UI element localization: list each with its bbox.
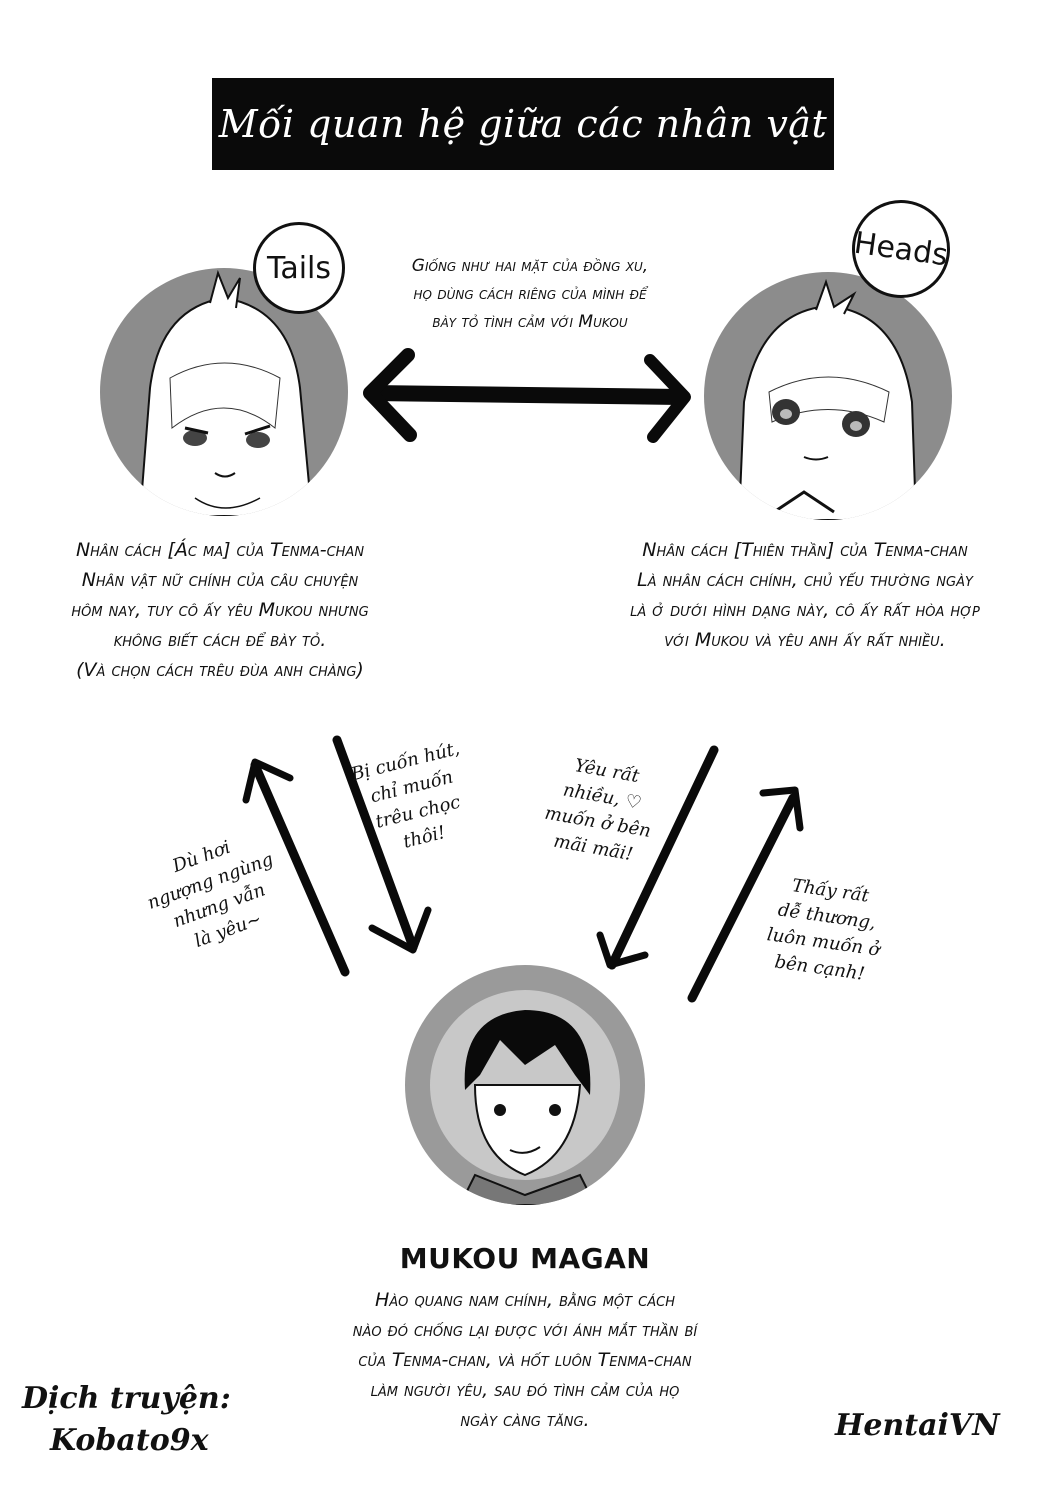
- mukou-desc-line: Hào quang nam chính, bằng một cách: [375, 1289, 675, 1311]
- translator-label: Dịch truyện:: [22, 1381, 231, 1416]
- page-title: Mối quan hệ giữa các nhân vật: [218, 102, 828, 146]
- tails-desc-line: không biết cách để bày tỏ.: [113, 629, 327, 651]
- mukou-boy-illustration: [430, 990, 620, 1205]
- mukou-desc-line: nào đó chống lại được với ánh mắt thần b…: [352, 1319, 698, 1341]
- tails-description: Nhân cách [Ác ma] của Tenma-chan Nhân vậ…: [20, 535, 420, 685]
- mukou-desc-line: ngày càng tăng.: [460, 1409, 590, 1431]
- note-mukou-to-heads: Thấy rất dễ thương, luôn muốn ở bên cạnh…: [753, 869, 896, 990]
- arrow-up-left-icon: [242, 758, 350, 977]
- mukou-portrait: [405, 965, 645, 1205]
- tails-desc-line: Nhân cách [Ác ma] của Tenma-chan: [75, 539, 365, 561]
- relationship-arrows: [242, 735, 804, 1003]
- group-credit: HentaiVN: [835, 1408, 1000, 1443]
- tails-bubble-label: Tails: [266, 250, 332, 286]
- tails-desc-line: (Và chọn cách trêu đùa anh chàng): [76, 659, 364, 681]
- heads-desc-line: Là nhân cách chính, chủ yếu thường ngày: [637, 569, 973, 591]
- note-heads-to-mukou: Yêu rất nhiều, ♡ muốn ở bên mãi mãi!: [532, 748, 668, 871]
- arrow-down-left-icon: [596, 745, 719, 970]
- caption-line: Giống như hai mặt của đồng xu,: [411, 256, 649, 276]
- tails-girl-illustration: [138, 269, 314, 516]
- heads-desc-line: là ở dưới hình dạng này, cô ấy rất hòa h…: [630, 599, 980, 621]
- caption-line: họ dùng cách riêng của mình để: [413, 284, 647, 304]
- tails-speech-bubble: Tails: [253, 222, 345, 314]
- heads-description: Nhân cách [Thiên thần] của Tenma-chan Là…: [575, 535, 1035, 655]
- translator-credit: Dịch truyện: Kobato9x: [22, 1378, 231, 1462]
- heads-desc-line: với Mukou và yêu anh ấy rất nhiều.: [664, 629, 946, 651]
- mukou-desc-line: làm người yêu, sau đó tình cảm của họ: [370, 1379, 680, 1401]
- coin-caption: Giống như hai mặt của đồng xu, họ dùng c…: [370, 252, 690, 336]
- heads-desc-line: Nhân cách [Thiên thần] của Tenma-chan: [642, 539, 968, 561]
- tails-desc-line: hôm nay, tuy cô ấy yêu Mukou nhưng: [71, 599, 369, 621]
- double-arrow-icon: [363, 348, 691, 443]
- arrow-up-right-icon: [687, 786, 804, 1003]
- tails-desc-line: Nhân vật nữ chính của câu chuyện: [81, 569, 359, 591]
- heads-girl-illustration: [737, 278, 918, 520]
- caption-line: bày tỏ tình cảm với Mukou: [432, 312, 628, 332]
- mukou-name: MUKOU MAGAN: [399, 1242, 651, 1275]
- mukou-desc-line: của Tenma-chan, và hốt luôn Tenma-chan: [358, 1349, 692, 1371]
- title-banner: Mối quan hệ giữa các nhân vật: [212, 78, 834, 170]
- arrow-down-right-icon: [332, 735, 432, 954]
- mukou-description: Hào quang nam chính, bằng một cách nào đ…: [290, 1285, 760, 1435]
- heads-portrait: [704, 272, 952, 520]
- translator-name: Kobato9x: [50, 1423, 209, 1458]
- heads-bubble-label: Heads: [851, 225, 951, 273]
